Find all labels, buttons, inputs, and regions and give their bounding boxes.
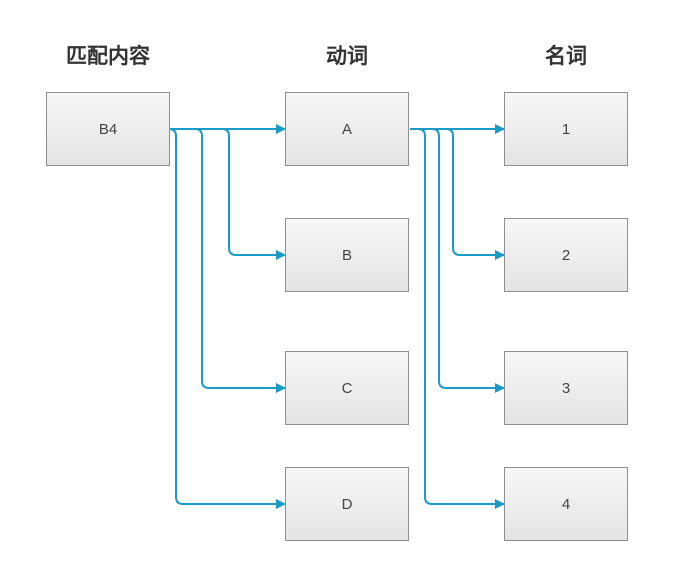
node-verb-c[interactable]: C	[285, 351, 409, 425]
connector-a-to-2	[410, 128, 505, 260]
connector-a-to-3	[410, 128, 505, 393]
connector-b4-to-c	[171, 128, 286, 393]
node-noun-1[interactable]: 1	[504, 92, 628, 166]
connector-a-to-4	[410, 128, 505, 509]
column-heading-source: 匹配内容	[66, 44, 150, 68]
connector-b4-to-d	[168, 128, 286, 509]
node-verb-b[interactable]: B	[285, 218, 409, 292]
column-heading-verbs: 动词	[326, 44, 368, 68]
node-source[interactable]: B4	[46, 92, 170, 166]
connector-b4-to-b	[171, 128, 286, 260]
node-noun-3[interactable]: 3	[504, 351, 628, 425]
node-verb-a[interactable]: A	[285, 92, 409, 166]
node-noun-4[interactable]: 4	[504, 467, 628, 541]
node-verb-d[interactable]: D	[285, 467, 409, 541]
node-noun-2[interactable]: 2	[504, 218, 628, 292]
column-heading-nouns: 名词	[545, 44, 587, 68]
